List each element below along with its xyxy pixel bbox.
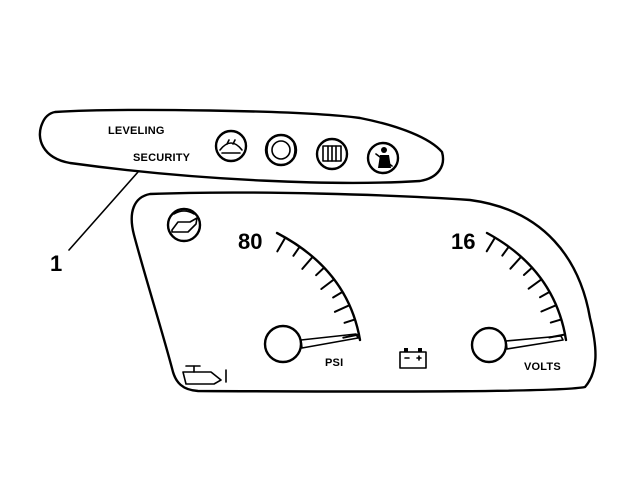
psi-tick-8 [343,318,356,324]
volt-tick-6 [539,290,551,299]
windshield-washer-icon [214,129,248,163]
psi-tick-4 [315,266,326,277]
volt-tick-7 [540,304,558,313]
volt-tick-3 [509,255,523,270]
security-label: SECURITY [133,152,191,164]
psi-tick-7 [333,304,351,313]
volt-tick-1 [485,236,496,253]
seatbelt-person-icon [366,141,400,175]
psi-unit-label: PSI [325,357,343,369]
psi-tick-2 [292,245,301,257]
psi-tick-1 [276,236,287,253]
psi-tick-6 [332,290,344,299]
volt-tick-8 [549,318,563,324]
volt-tick-4 [522,266,534,276]
gauge-cluster: 80 PSI 16 VOLTS [130,191,597,393]
psi-max-label: 80 [238,229,262,254]
battery-icon [399,348,427,369]
telltale-panel: LEVELING SECURITY [38,108,445,185]
brake-circle-icon [264,133,298,167]
volt-tick-5 [527,278,543,290]
oil-level-icon [182,365,227,385]
callout-1: 1 [50,171,139,276]
fuel-door-icon [315,137,349,171]
volt-tick-2 [501,245,510,257]
volts-unit-label: VOLTS [524,361,561,373]
psi-tick-3 [301,255,314,270]
callout-number: 1 [50,251,62,276]
oil-pressure-gauge: 80 PSI [238,229,362,369]
volts-max-label: 16 [451,229,475,254]
oil-can-icon [166,207,202,243]
voltage-gauge: 16 VOLTS [451,229,568,373]
psi-tick-5 [320,278,336,290]
leveling-label: LEVELING [108,125,165,137]
